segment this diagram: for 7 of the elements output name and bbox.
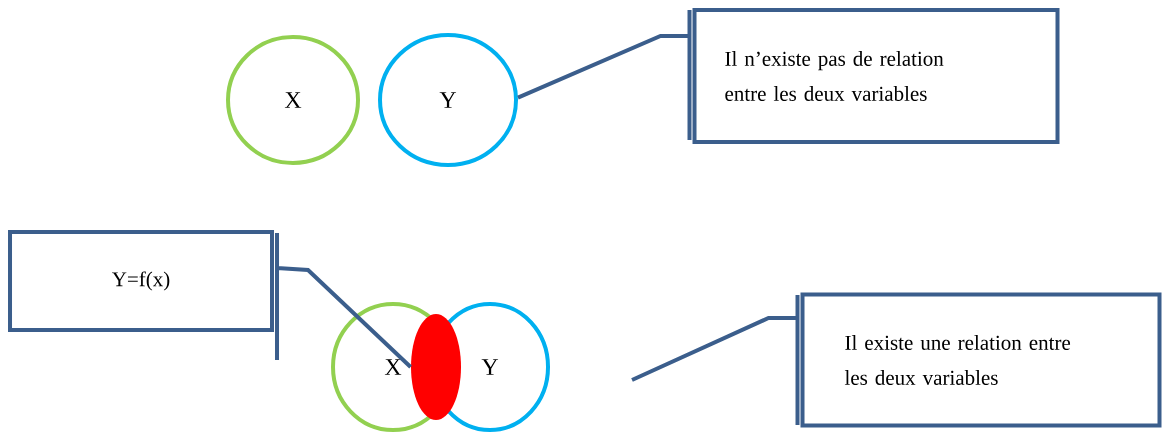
leader-line [515,8,692,142]
leader-line [630,293,800,427]
leader-line [275,231,413,369]
text-box: Il existe une relation entre les deux variables [800,292,1162,428]
text-box: Y=f(x) [8,230,274,332]
overlap-ellipse [411,314,461,420]
text-box: Il n’existe pas de relation entre les deux variables [692,8,1060,144]
